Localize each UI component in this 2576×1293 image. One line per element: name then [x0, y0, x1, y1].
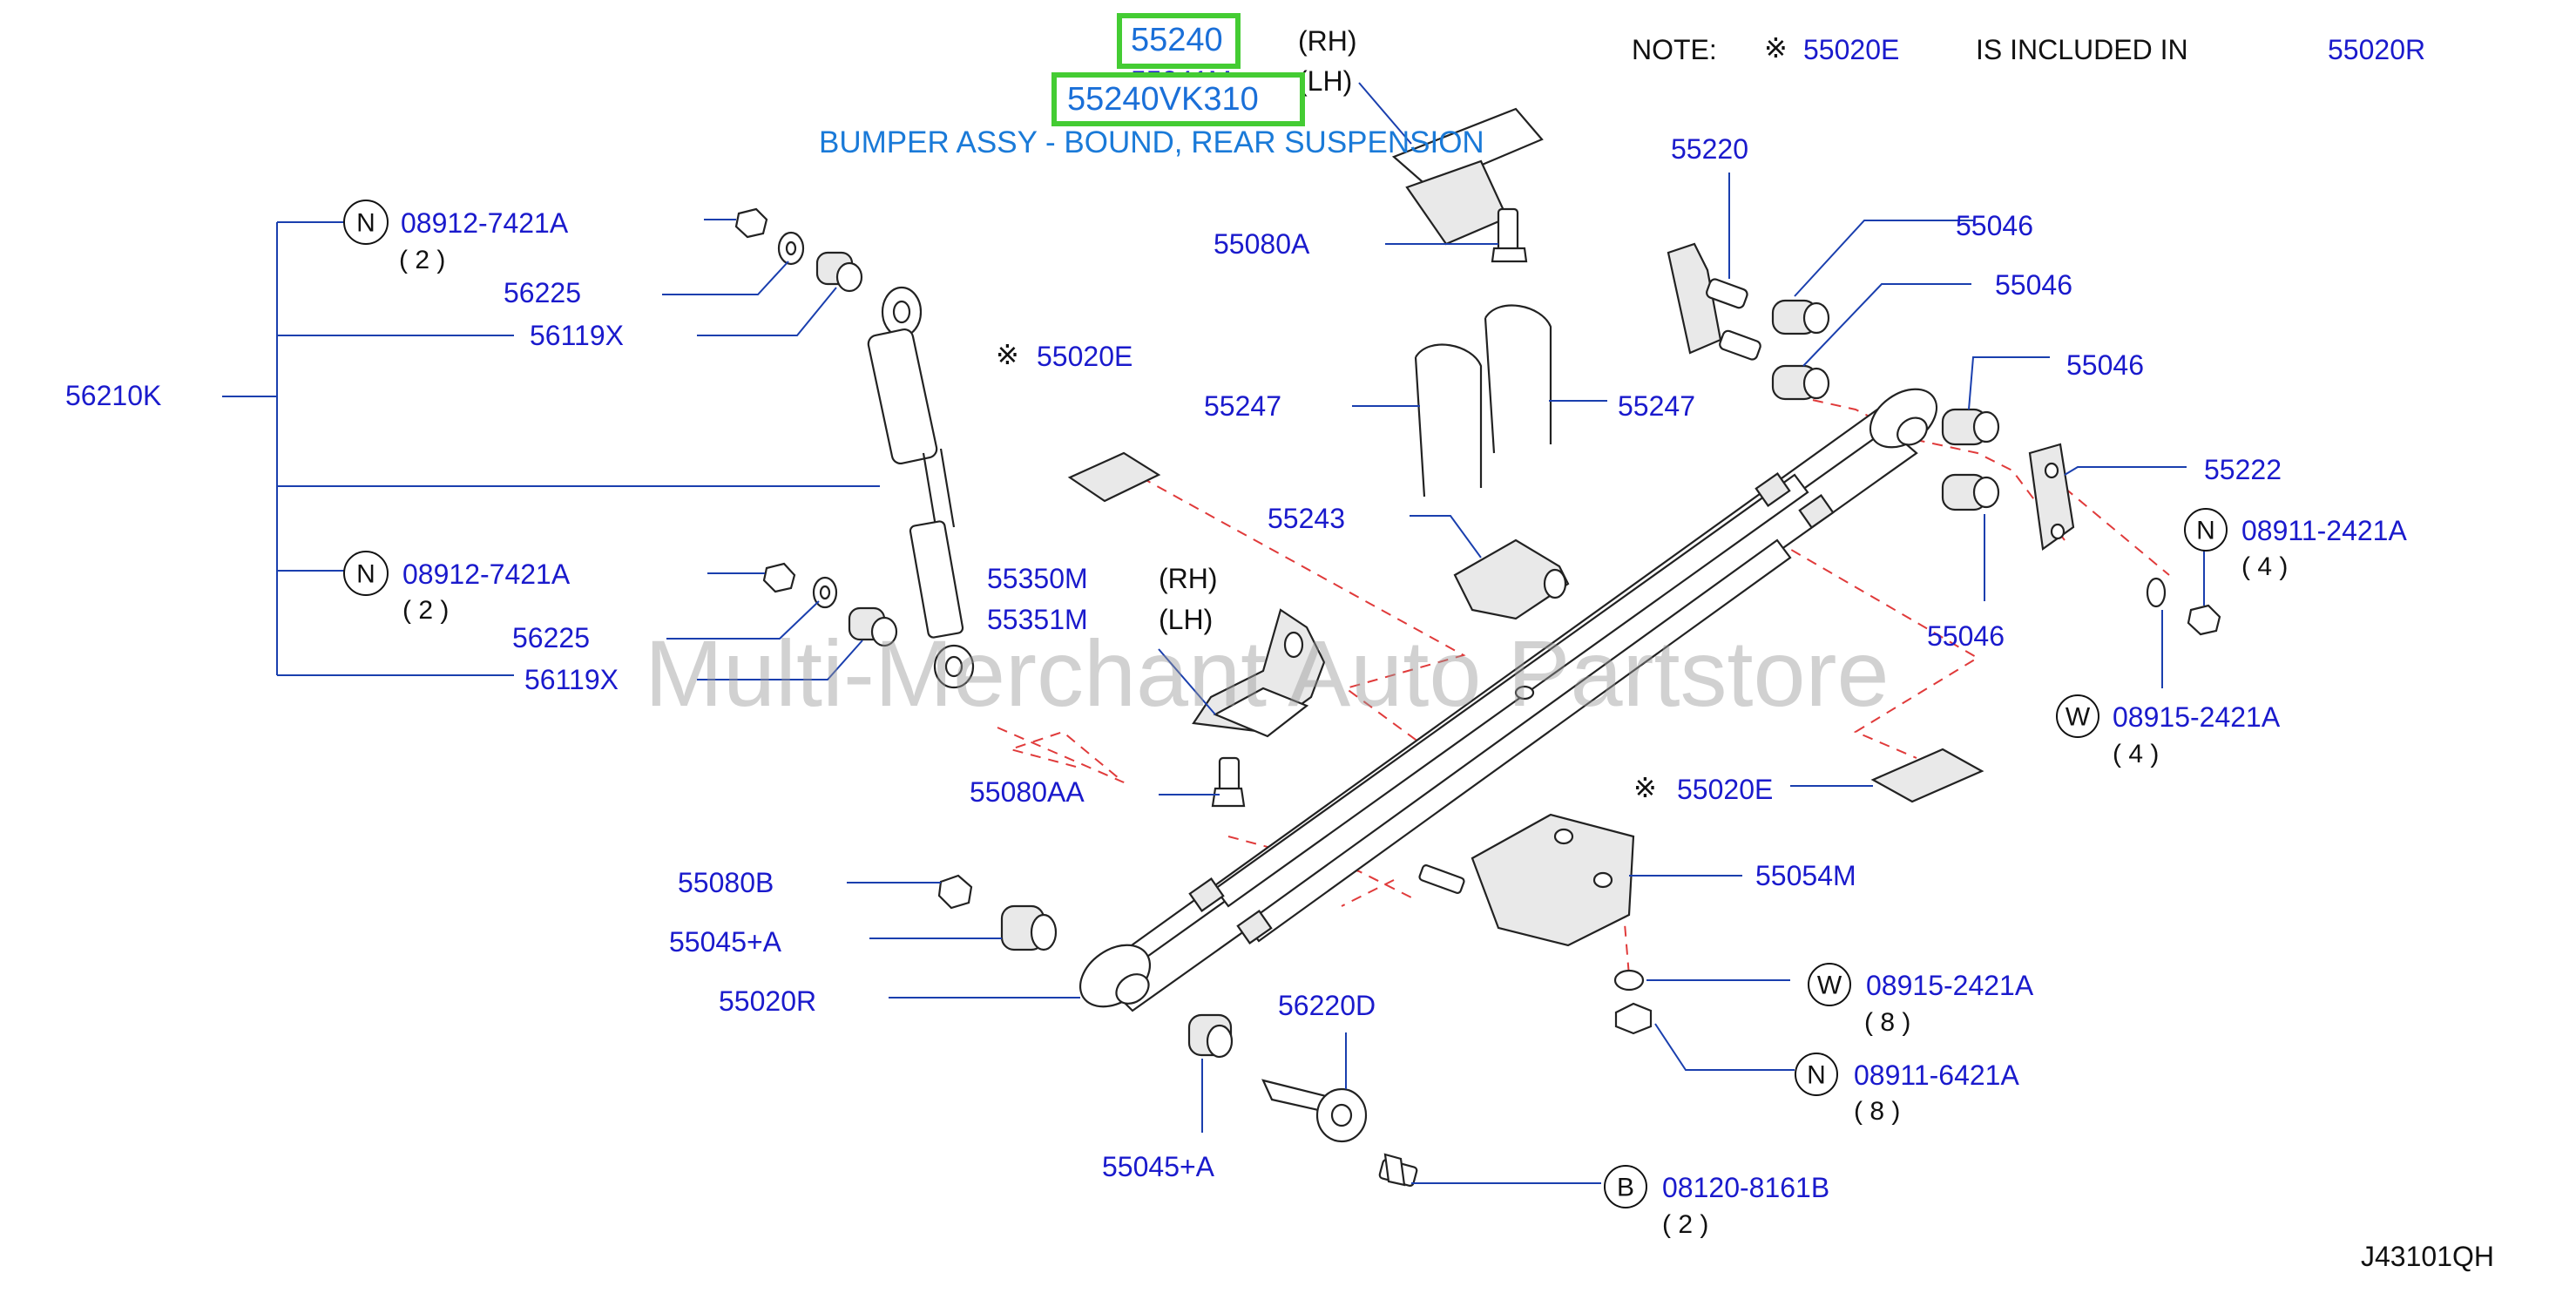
qty-8-b: ( 8 )	[1854, 1097, 1900, 1126]
label-55020r[interactable]: 55020R	[719, 985, 816, 1017]
qty-4-a: ( 4 )	[2241, 552, 2288, 581]
label-55350m[interactable]: 55350M	[987, 563, 1088, 594]
label-08915-2421a-b[interactable]: 08915-2421A	[1866, 970, 2034, 1001]
label-56210k[interactable]: 56210K	[65, 380, 161, 411]
label-55045a-top[interactable]: 55045+A	[669, 926, 782, 958]
qty-2-b: ( 2 )	[1662, 1210, 1708, 1239]
highlight-number-box	[1051, 72, 1305, 126]
highlight-description: BUMPER ASSY - BOUND, REAR SUSPENSION	[819, 125, 1484, 159]
shackle-drawings	[1667, 242, 2075, 551]
rh-tag-2: (RH)	[1159, 563, 1218, 594]
note-part[interactable]: 55020E	[1803, 34, 1899, 65]
seat-plate-drawing	[1418, 813, 1635, 947]
label-55020e-top[interactable]: 55020E	[1037, 341, 1132, 372]
highlight-number[interactable]: 55240VK310	[1067, 81, 1259, 118]
qty-4-b: ( 4 )	[2113, 740, 2159, 768]
qty-8-a: ( 8 )	[1864, 1008, 1910, 1037]
pad-drawings	[1067, 451, 1984, 803]
label-55351m[interactable]: 55351M	[987, 604, 1088, 635]
watermark: Multi-Merchant Auto Partstore	[645, 620, 1890, 726]
nut-symbol-n	[343, 200, 389, 245]
label-55054m[interactable]: 55054M	[1755, 860, 1856, 891]
nut-symbol-letter: N	[2196, 517, 2215, 545]
qty-bottom: ( 2 )	[402, 596, 449, 625]
label-55080a[interactable]: 55080A	[1214, 228, 1310, 260]
note-text: IS INCLUDED IN	[1976, 34, 2188, 65]
label-08911-6421a[interactable]: 08911-6421A	[1854, 1059, 2019, 1091]
lh-tag: (LH)	[1298, 65, 1352, 97]
part-number-highlight-box	[1117, 13, 1241, 69]
note-symbol: ※	[1764, 32, 1788, 64]
note-target[interactable]: 55020R	[2328, 34, 2425, 65]
spring-seat-drawing	[1453, 538, 1570, 620]
bump-bumper-drawing	[1391, 107, 1544, 263]
label-08912-7421a-top[interactable]: 08912-7421A	[401, 207, 569, 239]
label-55247-left[interactable]: 55247	[1204, 390, 1281, 422]
highlight-number-bg	[1054, 75, 1302, 124]
nut-symbol-n	[1795, 1053, 1838, 1096]
label-55080aa[interactable]: 55080AA	[970, 776, 1085, 808]
washer-symbol-letter: W	[2066, 703, 2091, 732]
nut-symbol-n	[2184, 508, 2228, 552]
label-08915-2421a-a[interactable]: 08915-2421A	[2113, 701, 2281, 733]
washer-symbol-letter: W	[1817, 971, 1842, 1000]
bolt-55080aa-drawing	[1211, 756, 1246, 808]
label-55080b[interactable]: 55080B	[678, 867, 774, 898]
bolt-symbol-letter: B	[1617, 1174, 1634, 1202]
label-55046-c[interactable]: 55046	[2066, 349, 2144, 381]
bolt-symbol-b	[1604, 1165, 1647, 1208]
label-08120-8161b[interactable]: 08120-8161B	[1662, 1172, 1829, 1203]
label-55046-b[interactable]: 55046	[1995, 269, 2072, 301]
star-symbol: ※	[1633, 772, 1657, 803]
label-55020e-bottom[interactable]: 55020E	[1677, 774, 1773, 805]
shock-hardware-drawings	[734, 207, 898, 647]
qty-top: ( 2 )	[399, 246, 445, 274]
bushing-55046-drawings	[1771, 299, 2000, 511]
label-56119x-bottom[interactable]: 56119X	[524, 664, 619, 695]
label-55046-d[interactable]: 55046	[1927, 620, 2005, 652]
note-prefix: NOTE:	[1632, 34, 1717, 65]
leaf-spring-drawing	[1078, 388, 1938, 1012]
label-56119x-top[interactable]: 56119X	[530, 320, 624, 351]
part-number-rh[interactable]: 55240	[1131, 22, 1223, 58]
note: NOTE: ※ 55020E IS INCLUDED IN 55020R	[1632, 32, 2425, 65]
lower-left-hardware-drawings	[937, 874, 1418, 1188]
star-symbol: ※	[996, 339, 1019, 370]
label-55222[interactable]: 55222	[2204, 454, 2282, 485]
bracket-55350m-drawing	[1192, 608, 1326, 738]
label-55220[interactable]: 55220	[1671, 133, 1748, 165]
right-hardware-drawings	[1613, 577, 2221, 1035]
label-55243[interactable]: 55243	[1268, 503, 1345, 534]
label-55046-a[interactable]: 55046	[1956, 210, 2033, 241]
lh-tag-2: (LH)	[1159, 604, 1213, 635]
label-08911-2421a[interactable]: 08911-2421A	[2241, 515, 2407, 546]
shock-absorber-drawing	[867, 286, 975, 689]
leader-lines	[222, 82, 2205, 1184]
washer-symbol-w	[2056, 694, 2099, 738]
rh-tag: (RH)	[1298, 25, 1357, 57]
label-08912-7421a-bottom[interactable]: 08912-7421A	[402, 558, 571, 590]
nut-symbol-letter: N	[356, 209, 375, 238]
nut-symbol-n	[343, 551, 389, 596]
u-bolt-drawings	[1414, 304, 1552, 498]
label-55045a-bottom[interactable]: 55045+A	[1102, 1151, 1215, 1182]
reference-code: J43101QH	[2361, 1241, 2494, 1272]
label-56225-top[interactable]: 56225	[504, 277, 581, 308]
label-55247-right[interactable]: 55247	[1618, 390, 1695, 422]
label-56220d[interactable]: 56220D	[1278, 990, 1376, 1021]
washer-symbol-w	[1808, 963, 1851, 1006]
label-56225-bottom[interactable]: 56225	[512, 622, 590, 653]
nut-symbol-letter: N	[1807, 1061, 1826, 1090]
nut-symbol-letter: N	[356, 560, 375, 589]
